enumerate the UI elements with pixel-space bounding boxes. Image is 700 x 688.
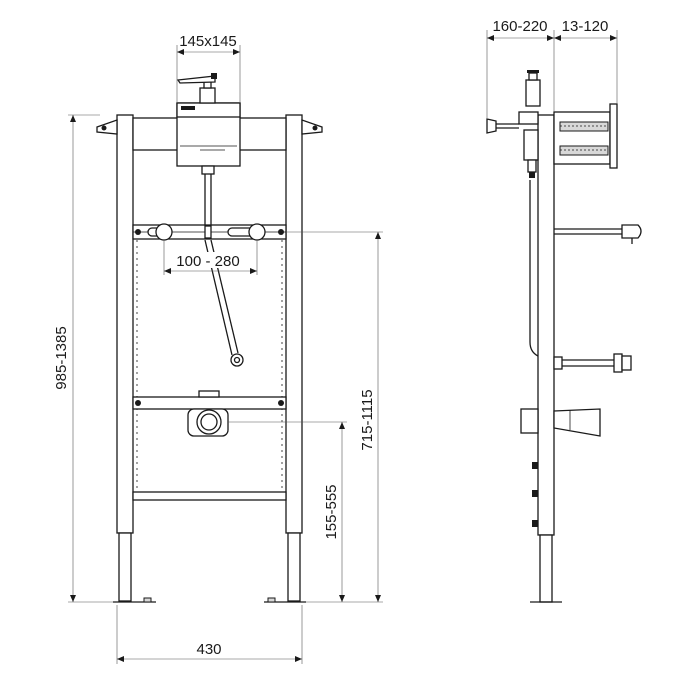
side-outlet — [520, 408, 601, 437]
side-depth-a-label: 160-220 — [492, 18, 547, 35]
side-dimensions: 160-220 13-120 — [486, 18, 618, 118]
wall-bracket-right — [301, 119, 323, 135]
right-upright — [285, 114, 303, 534]
side-depth-b-label: 13-120 — [562, 18, 609, 35]
box-size-label: 145x145 — [179, 33, 237, 50]
flush-pipe — [204, 174, 244, 367]
total-height-label: 985-1385 — [53, 326, 70, 389]
side-connector — [553, 353, 632, 373]
outlet — [187, 408, 229, 437]
front-dimensions: 145x145 100 - 280 985-1385 715-1115 155-… — [53, 33, 383, 664]
wall-bracket-left — [96, 119, 118, 135]
left-upright — [116, 114, 134, 534]
flush-height-label: 715-1115 — [359, 389, 376, 450]
control-box — [176, 73, 241, 175]
side-valve — [486, 70, 541, 178]
side-view — [486, 70, 642, 603]
lower-rail — [132, 390, 287, 410]
left-leg — [118, 532, 132, 602]
flush-spacing-label: 100 - 280 — [176, 253, 239, 270]
frame-width-label: 430 — [196, 641, 221, 658]
front-view — [96, 73, 323, 603]
perforated-rails — [136, 240, 283, 495]
side-flush-arm — [554, 224, 642, 244]
mid-rail — [132, 223, 287, 241]
side-leg — [539, 534, 553, 603]
side-wall-panel — [553, 103, 618, 169]
right-leg — [287, 532, 301, 602]
side-pipe — [529, 180, 539, 357]
outlet-height-label: 155-555 — [323, 484, 340, 539]
side-upright — [537, 114, 555, 536]
bottom-crossbar — [132, 491, 287, 501]
